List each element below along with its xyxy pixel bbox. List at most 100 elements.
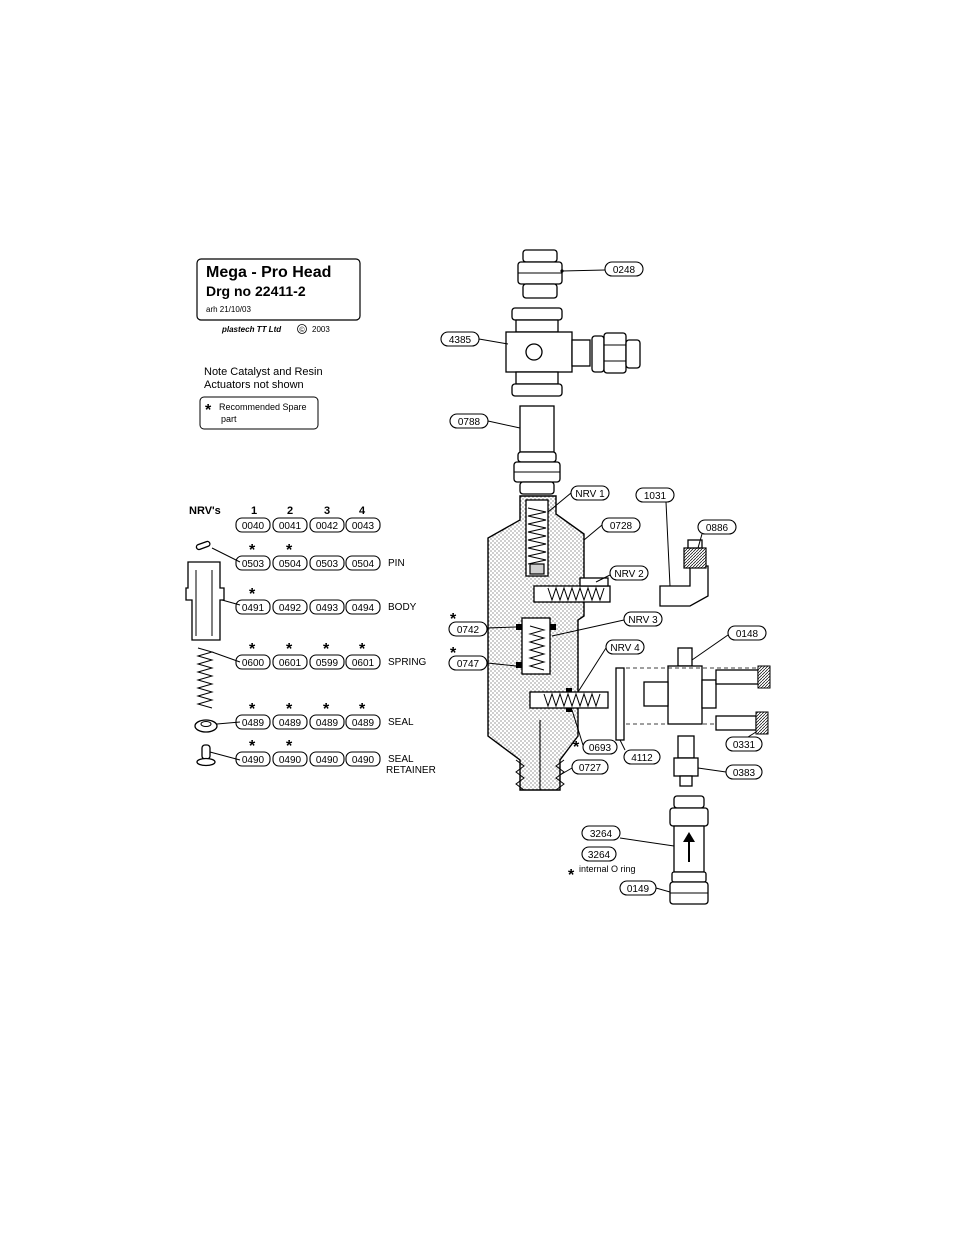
head-assembly (487, 249, 771, 905)
author-date: arh 21/10/03 (206, 305, 251, 314)
adaptor-part (673, 735, 699, 787)
body-sketch (185, 561, 241, 641)
top-nut-part (517, 249, 563, 299)
spare-part-star: * (286, 738, 293, 755)
nrv-code-pill (345, 555, 381, 571)
spare-part-star: * (249, 586, 256, 603)
elbow-fitting-part (659, 539, 709, 607)
spare-part-star: * (249, 701, 256, 718)
nrv-row-label: SPRING (388, 657, 427, 668)
callout-0788: 0788 (458, 417, 481, 428)
nrv-code-pill (235, 517, 271, 533)
callout-4112: 4112 (631, 753, 653, 764)
drawing-number: Drg no 22411-2 (206, 283, 306, 299)
star-0742: * (450, 611, 457, 628)
nrv-code-pill (309, 714, 345, 730)
nrv-code-pill (272, 599, 308, 615)
copyright-company: plastech TT Ltd (221, 325, 282, 334)
callout-1031: 1031 (644, 491, 667, 502)
nrv-code: 0504 (352, 559, 375, 570)
copyright-line: plastech TT Ltd © 2003 (221, 324, 330, 334)
pin-sketch (195, 540, 241, 563)
nrv-code: 0490 (316, 755, 339, 766)
spare-part-star: * (286, 641, 293, 658)
seal-sketch (194, 719, 241, 733)
callout-0727: 0727 (579, 763, 602, 774)
callout-nrv-2: NRV 2 (614, 569, 644, 580)
spare-part-star: * (249, 738, 256, 755)
nrv-code-pill (309, 599, 345, 615)
nrv-code-pill (235, 555, 271, 571)
nrv-code: 0490 (352, 755, 375, 766)
nrv-code: 0489 (242, 718, 265, 729)
nrv-code: 0599 (316, 658, 339, 669)
legend-line-2: part (221, 414, 237, 424)
nrv-code-pill (309, 654, 345, 670)
callout-0693: 0693 (589, 743, 612, 754)
nrv-code-pill (309, 555, 345, 571)
spring-sketch (196, 647, 241, 709)
legend-star: * (205, 402, 212, 419)
nrv-column-1: 1 (251, 505, 257, 517)
nrv-code: 0601 (279, 658, 302, 669)
note-line-1: Note Catalyst and Resin (204, 366, 323, 378)
nrv-code: 0493 (316, 603, 339, 614)
star-0747: * (450, 645, 457, 662)
nrv-code-pill (235, 599, 271, 615)
title-block: Mega - Pro Head Drg no 22411-2 arh 21/10… (196, 258, 361, 321)
spare-part-legend: * Recommended Spare part (199, 396, 319, 430)
seal-retainer-sketch (196, 744, 241, 767)
nrv-row-label: BODY (388, 602, 417, 613)
callout-3264-b: 3264 (588, 850, 611, 861)
nrv-code: 0494 (352, 603, 375, 614)
nrv-code-pill (309, 751, 345, 767)
callout-0331: 0331 (733, 740, 756, 751)
nrv-code: 0042 (316, 521, 339, 532)
nrv-code: 0041 (279, 521, 302, 532)
callout-nrv-4: NRV 4 (610, 643, 640, 654)
callout-0248: 0248 (613, 265, 636, 276)
copyright-symbol: © (299, 326, 305, 334)
nrv-code-pill (272, 654, 308, 670)
mixing-head-body (487, 495, 611, 791)
callout-nrv-3: NRV 3 (628, 615, 658, 626)
internal-o-ring-label: internal O ring (579, 864, 636, 874)
spare-part-star: * (286, 701, 293, 718)
nrv-code: 0601 (352, 658, 375, 669)
callout-nrv-1: NRV 1 (575, 489, 605, 500)
nrv-row-label: PIN (388, 558, 405, 569)
nrv-code-pill (309, 517, 345, 533)
nrv-code: 0504 (279, 559, 302, 570)
spare-part-star: * (323, 701, 330, 718)
nrv-code: 0490 (242, 755, 265, 766)
callouts: 0248 4385 0788 NRV 1 0728 1031 0886 NRV … (440, 261, 767, 896)
callout-0728: 0728 (610, 521, 633, 532)
nrv-row-label: SEAL (388, 754, 414, 765)
nrv-code-pill (272, 517, 308, 533)
nrv-column-4: 4 (359, 505, 366, 517)
callout-0742: 0742 (457, 625, 480, 636)
nrv-column-3: 3 (324, 505, 330, 517)
nrv-column-2: 2 (287, 505, 293, 517)
nrv-code-pill (345, 714, 381, 730)
nrv-code: 0489 (279, 718, 302, 729)
spare-part-star: * (249, 542, 256, 559)
nrv-row-label: SEAL (388, 717, 414, 728)
nrv-code-pill (272, 751, 308, 767)
nrv-code: 0489 (352, 718, 375, 729)
nrv-code-pill (345, 599, 381, 615)
spare-part-star: * (359, 701, 366, 718)
nrv-code-pill (345, 517, 381, 533)
nrv-code: 0491 (242, 603, 265, 614)
callout-3264-a: 3264 (590, 829, 613, 840)
nrv-code-pill (272, 714, 308, 730)
callout-0886: 0886 (706, 523, 729, 534)
drawing-title: Mega - Pro Head (206, 264, 331, 281)
callout-0148: 0148 (736, 629, 759, 640)
nrv-code-pill (345, 654, 381, 670)
nrv-row-label-2: RETAINER (386, 765, 436, 776)
nrv-code: 0600 (242, 658, 265, 669)
check-valve-part (669, 795, 709, 905)
